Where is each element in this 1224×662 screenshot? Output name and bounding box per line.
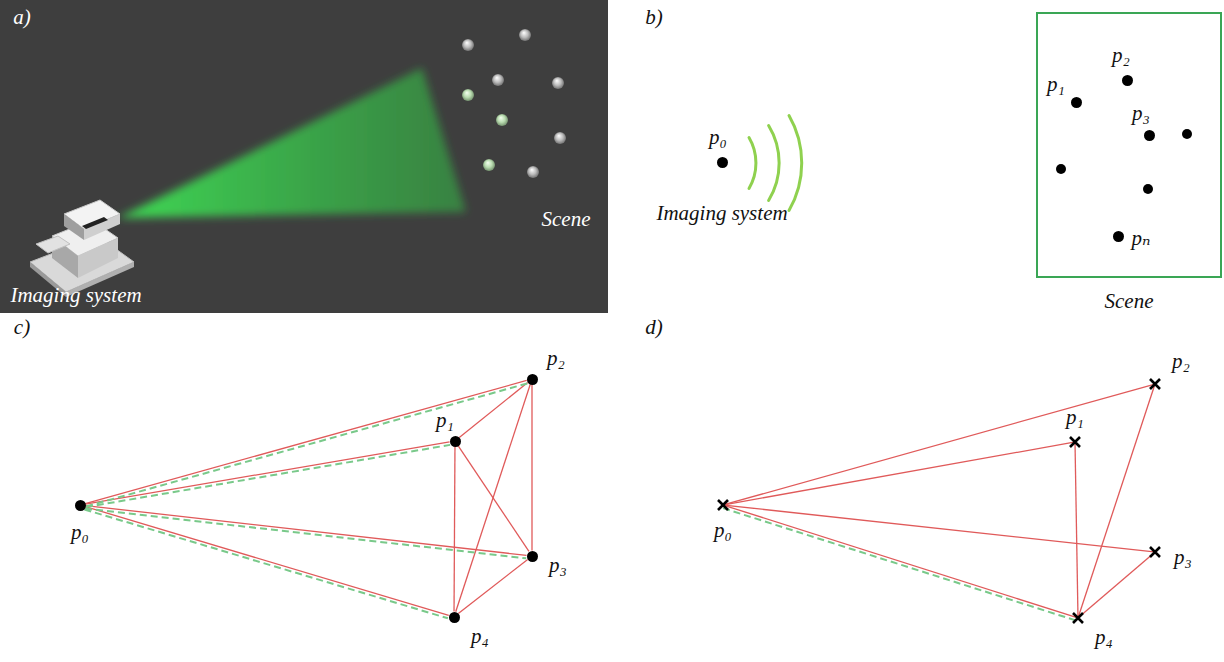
- point-marker: p₀: [75, 500, 86, 511]
- point-marker: pₙ: [1113, 231, 1124, 242]
- point-marker: p₂: [1122, 75, 1133, 86]
- region-label: Scene: [1105, 290, 1154, 313]
- point-label: p₁: [1066, 406, 1084, 429]
- panel-letter: b): [645, 6, 663, 29]
- dot-symbol: [450, 436, 461, 447]
- cross-symbol: [717, 499, 729, 511]
- point-label: p₂: [1112, 44, 1130, 67]
- cross-marker: p₁: [1069, 436, 1081, 448]
- dot-symbol: [449, 612, 460, 623]
- point-marker: p₃: [527, 551, 538, 562]
- light-cone: [118, 68, 466, 218]
- distance-line: [85, 442, 449, 504]
- cross-symbol: [1149, 546, 1161, 558]
- scene-spheres: [462, 29, 566, 178]
- point-label: p₂: [547, 347, 565, 370]
- distance-line: [453, 447, 455, 612]
- point-label: p₂: [1172, 350, 1190, 373]
- point-label: p₁: [1047, 73, 1065, 96]
- distance-line: [85, 507, 448, 616]
- dot-symbol: [1122, 75, 1133, 86]
- dot-symbol: [717, 157, 728, 168]
- measurement-path: [86, 445, 450, 507]
- panel-letter: d): [645, 316, 663, 339]
- panel-ground: [0, 0, 608, 313]
- cross-symbol: [1069, 436, 1081, 448]
- cross-marker: p₀: [717, 499, 729, 511]
- point-label: p₀: [714, 519, 732, 542]
- point-marker: p₃: [1144, 130, 1155, 141]
- point-label: p₃: [1132, 102, 1150, 125]
- distance-line: [1079, 553, 1154, 618]
- point-marker: p₂: [527, 374, 538, 385]
- panel-letter: c): [14, 316, 30, 339]
- measurement-path: [84, 509, 447, 618]
- cross-symbol: [1149, 378, 1161, 390]
- dot-symbol: [527, 551, 538, 562]
- caption-label: Imaging system: [656, 202, 787, 225]
- distance-line: [85, 380, 526, 503]
- distance-line: [1075, 443, 1078, 617]
- caption-label: Scene: [542, 208, 591, 231]
- point-label: pₙ: [1131, 227, 1150, 250]
- measurement-path: [723, 508, 1076, 620]
- cross-marker: p₂: [1149, 378, 1161, 390]
- measurement-path: [86, 383, 527, 506]
- cross-marker: p₄: [1072, 612, 1084, 624]
- point-label: p₃: [1174, 546, 1192, 569]
- dot-symbol: [1144, 130, 1155, 141]
- point-label: p₀: [709, 126, 727, 149]
- unlabeled-points: [1056, 129, 1192, 194]
- distance-line: [724, 505, 1077, 617]
- point-marker: p₁: [1071, 97, 1082, 108]
- cross-marker: p₃: [1149, 546, 1161, 558]
- point-label: p₄: [1095, 626, 1113, 649]
- scene-box: p₁p₂p₃pₙScene: [1036, 12, 1222, 278]
- dot-symbol: [1071, 97, 1082, 108]
- distance-line: [459, 382, 527, 437]
- measurement-path: [85, 509, 526, 559]
- point-label: p₃: [549, 554, 567, 577]
- distance-line: [724, 384, 1154, 504]
- dot-symbol: [1113, 231, 1124, 242]
- point-label: p₀: [71, 521, 89, 544]
- dot-symbol: [527, 374, 538, 385]
- signal-waves: [749, 116, 802, 211]
- distance-line: [458, 559, 527, 613]
- distance-line: [1078, 385, 1154, 617]
- point-marker: p₀: [717, 157, 728, 168]
- cross-symbol: [1072, 612, 1084, 624]
- point-label: p₁: [436, 409, 454, 432]
- point-marker: p₁: [450, 436, 461, 447]
- caption-label: Imaging system: [10, 284, 141, 307]
- panel-letter: a): [13, 6, 31, 29]
- imaging-device: [30, 200, 134, 297]
- point-label: p₄: [471, 625, 489, 648]
- dot-symbol: [75, 500, 86, 511]
- point-marker: p₄: [449, 612, 460, 623]
- distance-line: [531, 385, 532, 551]
- distance-line: [724, 442, 1074, 505]
- distance-line: [456, 384, 531, 612]
